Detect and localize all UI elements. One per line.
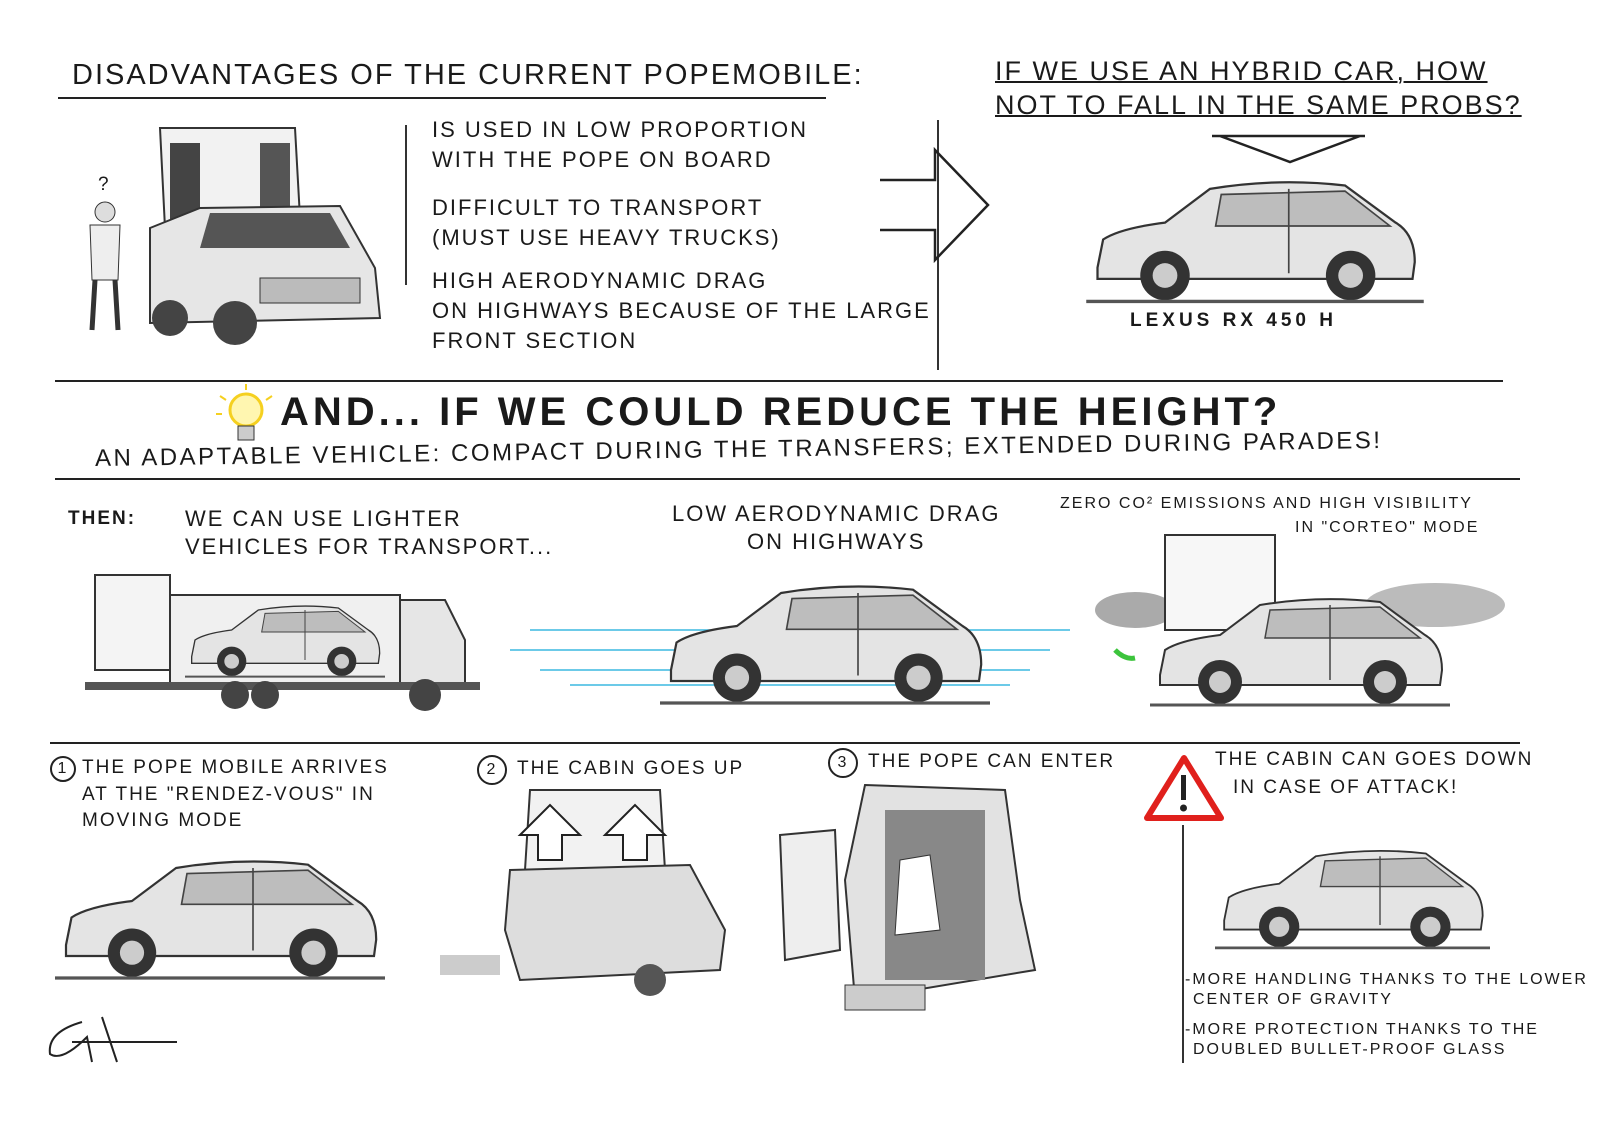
lexus-label: Lexus RX 450 H [1130, 310, 1337, 331]
note-protection: -More protection thanks to thedoubled bu… [1185, 1021, 1539, 1058]
then-label: Then: [68, 508, 137, 529]
headline: And... if we could reduce the height? [280, 390, 1282, 434]
step-1-text: 1The pope mobile arrives at the "rendez-… [50, 755, 389, 834]
step-number-2: 2 [477, 755, 507, 785]
lowered-cabin-car-sketch [1215, 849, 1490, 950]
step-number-1: 1 [50, 756, 76, 782]
right-arrow-icon [880, 146, 990, 264]
corteo-mode-sketch [1095, 534, 1505, 707]
artist-signature [48, 1016, 177, 1063]
warning-triangle-icon [1144, 755, 1224, 821]
lightbulb-icon [216, 384, 273, 441]
divider-1 [55, 380, 1503, 382]
then-lighter-vehicles: We can use lightervehicles for transport… [185, 506, 554, 559]
hybrid-question-line2: not to fall in the same probs? [995, 90, 1522, 120]
bullet-1: Is used in low proportionwith the pope o… [432, 117, 808, 172]
bullet-line [405, 125, 407, 285]
step-1-car-sketch [55, 859, 385, 980]
hybrid-question-line1: If we use an hybrid car, how [995, 56, 1488, 86]
step-number-3: 3 [828, 748, 858, 778]
step-3-text: 3The pope can enter [828, 748, 1115, 778]
down-arrow-icon [1212, 134, 1365, 164]
current-popemobile-sketch [149, 127, 382, 345]
transport-truck-sketch [85, 574, 480, 711]
then-zero-emissions: Zero CO² emissions and high visibilityin… [1060, 495, 1480, 536]
step-2-text: 2The cabin goes up [477, 755, 744, 785]
attack-divider [1182, 825, 1184, 1063]
note-handling: -More handling thanks to the lowercenter… [1185, 971, 1588, 1008]
title-underline [58, 97, 826, 99]
attack-title: The cabin can goes downin case of attack… [1215, 749, 1534, 798]
disadvantages-title: Disadvantages of the current popemobile: [72, 59, 864, 91]
then-low-drag: Low aerodynamic dragon highways [672, 501, 1001, 554]
aerodynamic-car-sketch [510, 584, 1070, 705]
section-divider [937, 120, 939, 370]
lexus-rx450h-sketch [1085, 180, 1425, 304]
divider-3 [50, 742, 1520, 744]
step-3-pope-enter-sketch [778, 783, 1037, 1011]
bullet-2: Difficult to transport(must use heavy tr… [432, 195, 781, 250]
photographer-sketch [89, 201, 121, 331]
step-2-cabin-up-sketch [440, 789, 727, 996]
question-mark: ? [98, 174, 111, 195]
bullet-3: High aerodynamic dragon highways because… [432, 268, 931, 353]
divider-2 [55, 478, 1520, 480]
